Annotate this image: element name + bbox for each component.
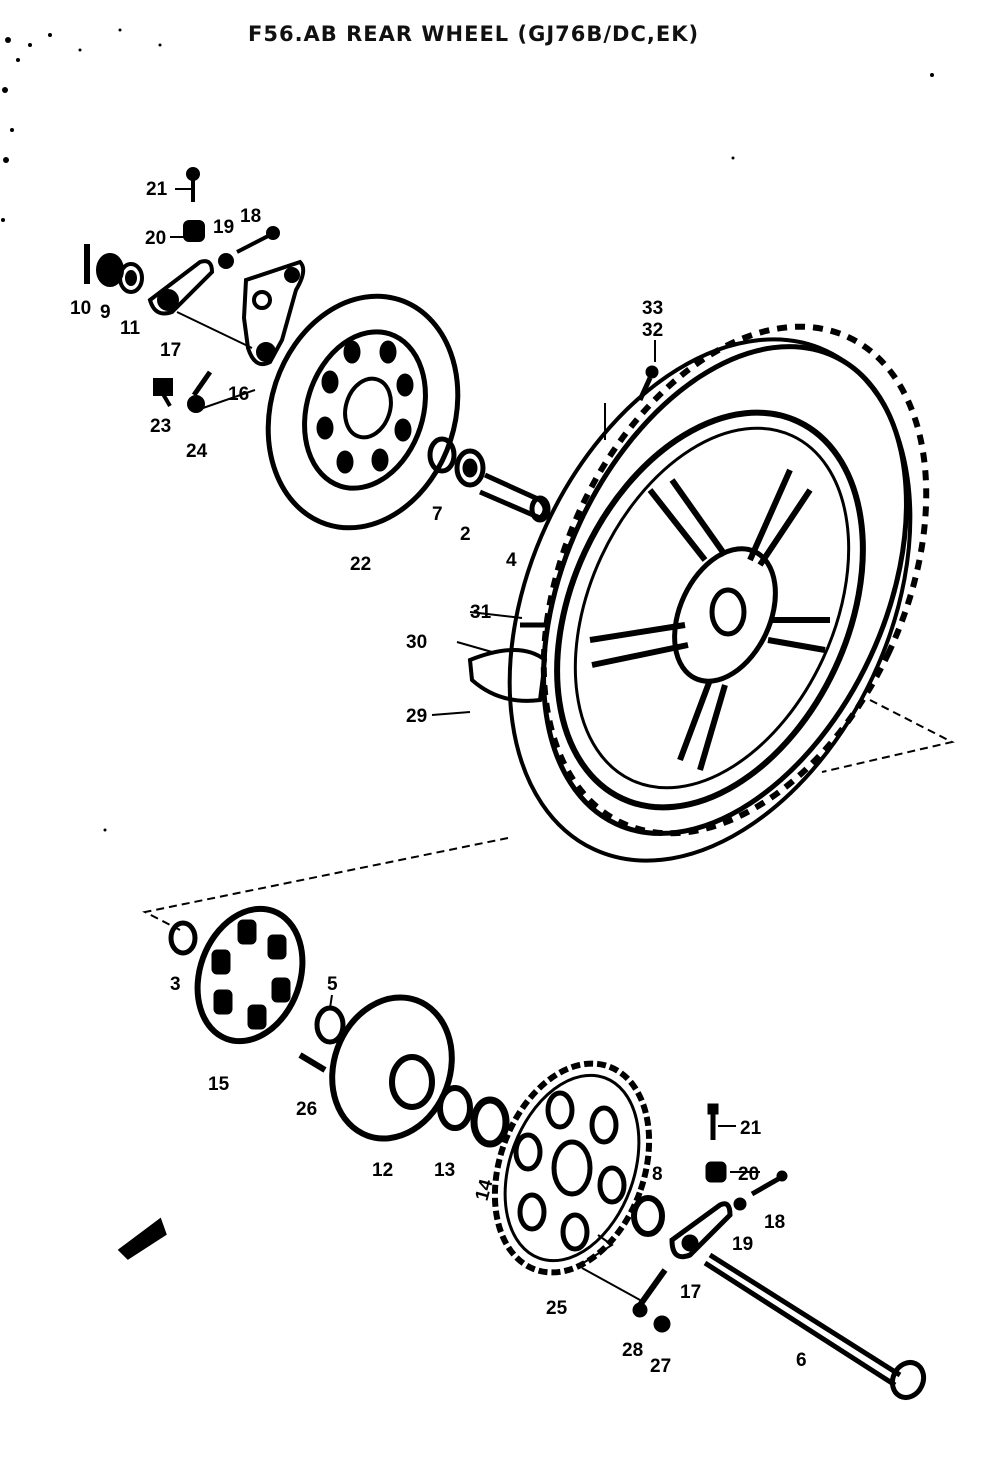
label-15: 15 [208, 1074, 230, 1095]
label-18a: 18 [240, 206, 261, 227]
label-9: 9 [100, 302, 111, 323]
label-19b: 19 [732, 1234, 753, 1255]
forward-direction-arrow-icon [117, 1217, 167, 1260]
label-32: 32 [642, 320, 663, 341]
label-24: 24 [186, 441, 208, 462]
label-25: 25 [546, 1298, 568, 1319]
label-18b: 18 [764, 1212, 785, 1233]
label-21b: 21 [740, 1118, 762, 1139]
leader-lines [170, 188, 760, 1173]
label-6: 6 [796, 1350, 807, 1371]
brake-disc [265, 293, 461, 531]
label-19a: 19 [213, 217, 234, 238]
label-3: 3 [170, 974, 181, 995]
rear-wheel-tyre [142, 323, 955, 931]
label-17a: 17 [160, 340, 181, 361]
label-10: 10 [70, 298, 91, 319]
label-22: 22 [350, 554, 371, 575]
label-31: 31 [470, 602, 492, 623]
label-13: 13 [434, 1160, 455, 1181]
label-23: 23 [150, 416, 171, 437]
brake-caliper-bracket-assembly [84, 167, 306, 413]
part-number-labels: 21 20 19 18 10 9 11 17 16 23 24 22 7 2 4… [70, 179, 807, 1377]
label-16: 16 [228, 384, 249, 405]
label-29: 29 [406, 706, 427, 727]
hub-bearing-spacer [427, 436, 551, 523]
label-30: 30 [406, 632, 427, 653]
label-7: 7 [432, 504, 443, 525]
rear-sprocket [491, 1060, 653, 1301]
axle-and-right-side-parts [631, 1103, 927, 1401]
label-20b: 20 [738, 1164, 759, 1185]
label-4: 4 [506, 550, 517, 571]
label-27: 27 [650, 1356, 671, 1377]
diagram-title: F56.AB REAR WHEEL (GJ76B/DC,EK) [248, 22, 700, 46]
label-11: 11 [120, 318, 141, 339]
scan-noise [1, 28, 934, 832]
label-2: 2 [460, 524, 471, 545]
label-26: 26 [296, 1099, 317, 1120]
label-21a: 21 [146, 179, 168, 200]
cush-drive-damper [168, 905, 306, 1045]
label-12: 12 [372, 1160, 393, 1181]
label-33: 33 [642, 298, 663, 319]
label-17b: 17 [680, 1282, 701, 1303]
label-28: 28 [622, 1340, 643, 1361]
label-20a: 20 [145, 228, 166, 249]
label-5: 5 [327, 974, 338, 995]
label-8: 8 [652, 1164, 663, 1185]
